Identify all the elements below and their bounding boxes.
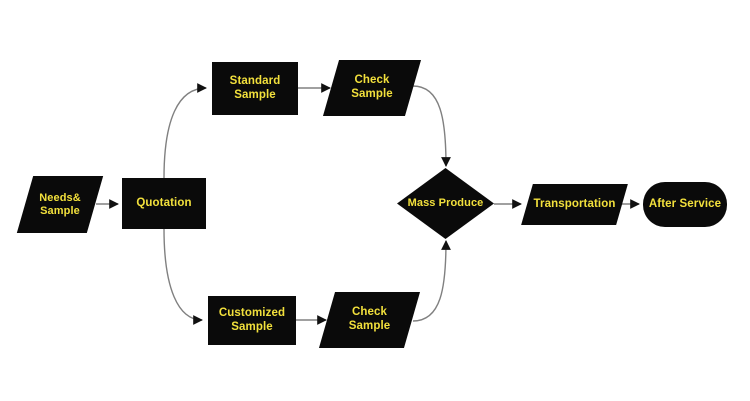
node-after-service[interactable]: After Service	[643, 182, 727, 227]
node-mass-produce[interactable]: Mass Produce	[397, 168, 494, 239]
node-transportation-label: Transportation	[533, 197, 616, 210]
edge-quotation-to-standard-sample	[163, 83, 207, 179]
node-check-sample-top[interactable]: Check Sample	[331, 60, 413, 116]
node-quotation-label: Quotation	[136, 196, 192, 209]
node-quotation[interactable]: Quotation	[122, 178, 206, 229]
edge-check-sample-top-to-mass-produce	[412, 85, 451, 167]
node-needs-sample-label: Needs& Sample	[39, 191, 81, 217]
edge-quotation-to-customized-sample	[163, 228, 203, 325]
node-standard-sample-label: Standard Sample	[229, 74, 281, 101]
node-after-service-label: After Service	[648, 197, 722, 210]
node-check-sample-top-label: Check Sample	[351, 74, 393, 100]
node-needs-sample[interactable]: Needs& Sample	[25, 176, 95, 233]
node-transportation[interactable]: Transportation	[527, 184, 622, 225]
node-check-sample-bottom[interactable]: Check Sample	[327, 292, 412, 348]
node-customized-sample-label: Customized Sample	[218, 306, 286, 333]
node-mass-produce-label: Mass Produce	[407, 197, 484, 210]
node-standard-sample[interactable]: Standard Sample	[212, 62, 298, 115]
edge-check-sample-bottom-to-mass-produce	[412, 240, 451, 322]
node-customized-sample[interactable]: Customized Sample	[208, 296, 296, 345]
node-check-sample-bottom-label: Check Sample	[348, 306, 391, 332]
